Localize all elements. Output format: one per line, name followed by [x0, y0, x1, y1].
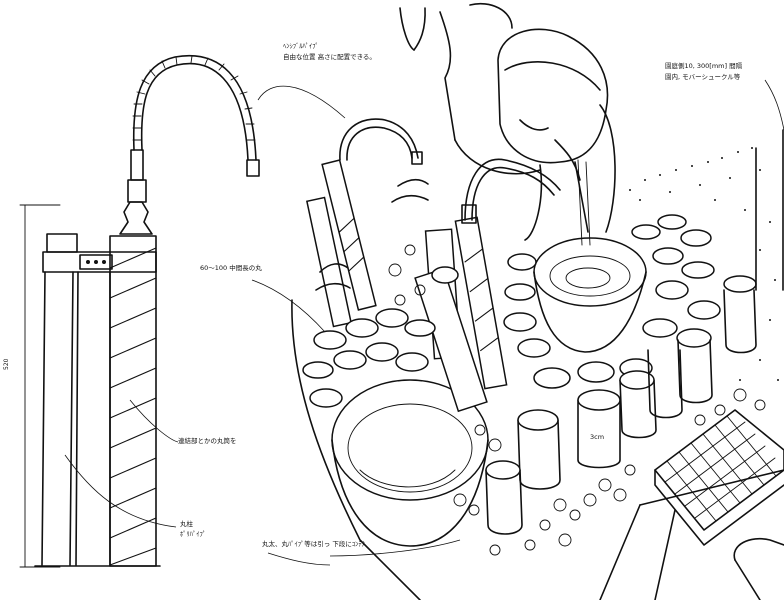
- valve: [119, 201, 153, 235]
- top-right-note-2: 園内, モバーシュークル等: [665, 73, 741, 81]
- stipple: [629, 147, 779, 381]
- pipes-group: [306, 118, 561, 413]
- stand-pipe-note-2: ﾎﾟﾘﾊﾟｲﾌﾟ: [180, 530, 206, 538]
- pebbles: [388, 244, 766, 556]
- child-head: [497, 28, 609, 164]
- flex-pipe-note: 自由な位置 高さに配置できる。: [283, 53, 376, 61]
- pipes-range-note: 60～100 中間長の丸: [200, 264, 262, 272]
- spout-center: [464, 158, 561, 221]
- cylinder-bottom-right: [733, 538, 784, 561]
- top-block: [46, 233, 78, 253]
- bottom-note: 丸太、丸ﾊﾟｲﾌﾟ等は引っ 下段にｺﾝﾃﾅ: [262, 540, 365, 548]
- spout-left: [339, 118, 419, 161]
- coupling-note: 連結部とかの丸筒を: [178, 437, 237, 445]
- bucket-right: [533, 159, 647, 353]
- nozzle: [246, 159, 260, 177]
- can-label: 3cm: [590, 433, 605, 441]
- tall-can: [577, 399, 621, 469]
- splash-marks: [315, 178, 429, 291]
- cans-cluster: [302, 214, 757, 535]
- grid-tray: [654, 409, 784, 546]
- flex-pipe-label: ﾍﾝｼﾌﾞﾙﾊﾟｲﾌﾟ: [283, 42, 319, 50]
- left-post: [41, 271, 46, 566]
- bucket-left: [331, 379, 489, 547]
- flexible-hose: [132, 54, 257, 161]
- table-edge-left: [291, 299, 421, 600]
- top-right-note-1: 園庭側10, 300[mm] 間隔: [665, 62, 743, 70]
- child-figure: [399, 3, 616, 241]
- stand-pipe-note-1: 丸柱: [180, 520, 193, 528]
- dimension-label: 520: [3, 358, 10, 370]
- water-play-scene: [251, 3, 784, 600]
- faucet-stand-elevation: [19, 54, 346, 568]
